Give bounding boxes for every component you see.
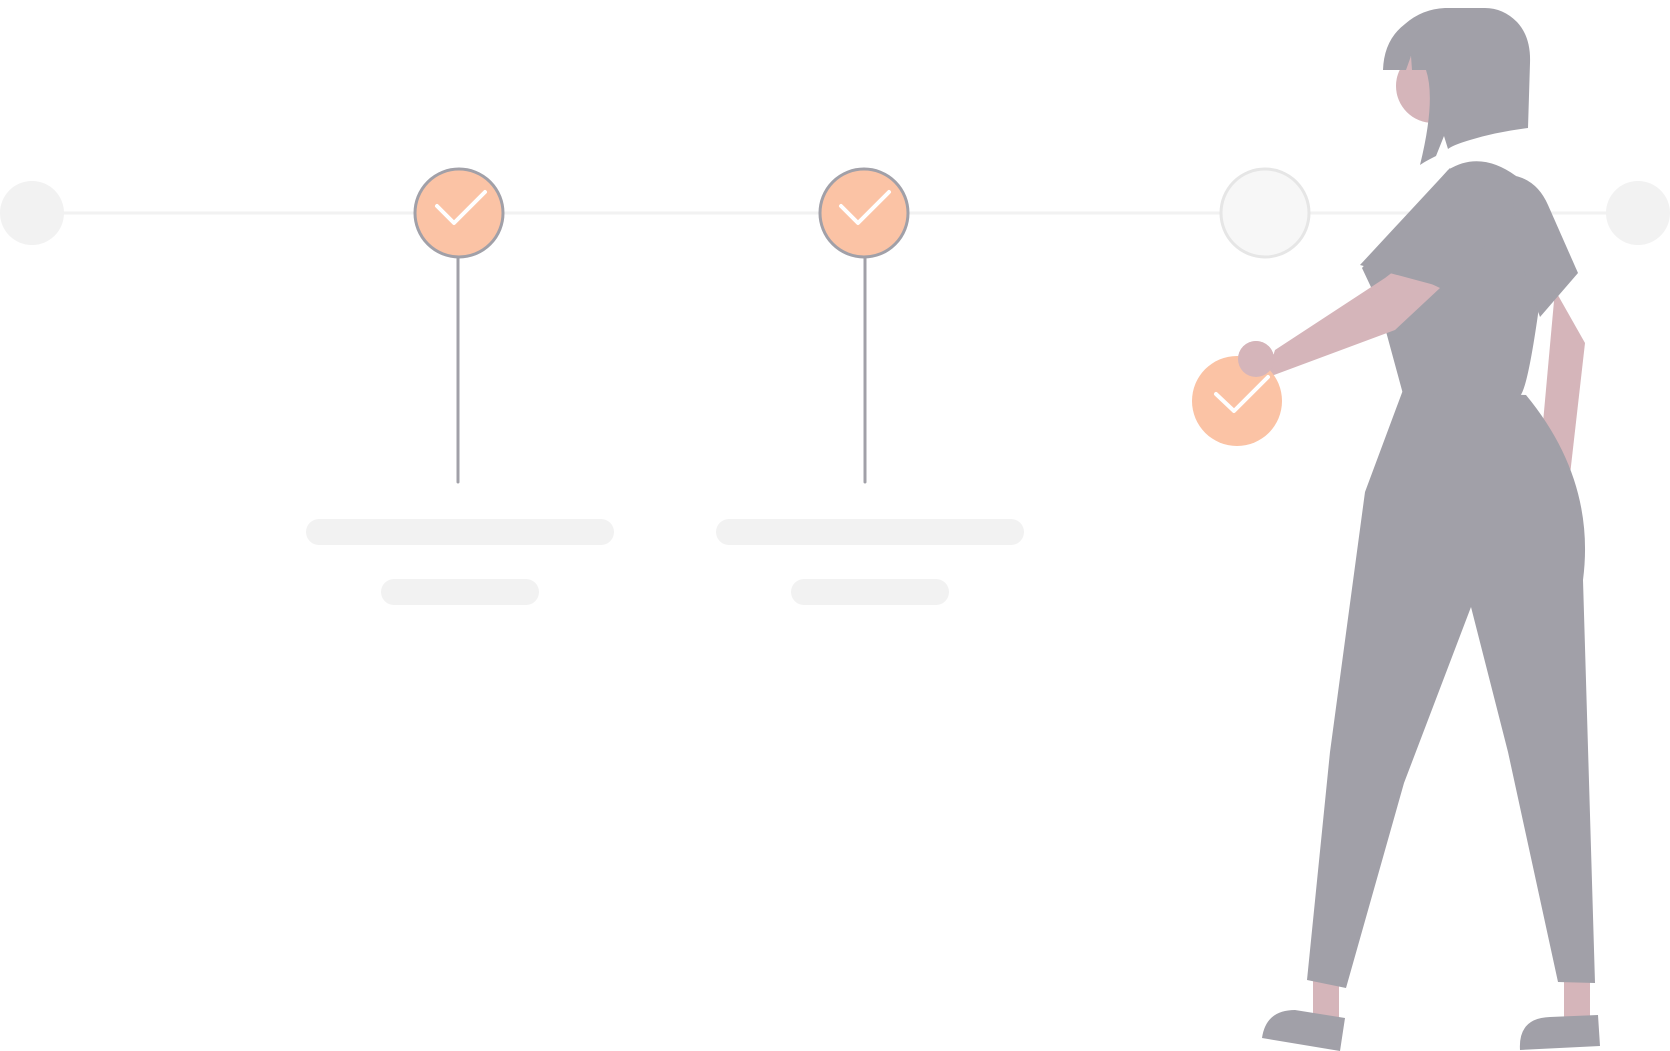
person-hair xyxy=(1383,8,1531,165)
check-icon xyxy=(1214,375,1270,413)
placeholder-subtitle-bar xyxy=(791,579,949,605)
timeline-node-start xyxy=(0,181,64,245)
person-sleeve-right xyxy=(1510,175,1578,317)
placeholder-subtitle-bar xyxy=(381,579,539,605)
person-sleeve-left xyxy=(1360,168,1486,287)
person-shoe-right xyxy=(1519,1015,1600,1050)
timeline-step-completed-1 xyxy=(306,167,614,605)
check-icon xyxy=(435,190,487,225)
timeline-node-pending xyxy=(1219,167,1311,259)
timeline-node-end xyxy=(1606,181,1670,245)
placeholder-title-bar xyxy=(716,519,1024,545)
person-shoe-left xyxy=(1262,1010,1345,1051)
check-icon xyxy=(839,190,891,225)
held-check-badge xyxy=(1192,356,1282,446)
timeline-step-completed-2 xyxy=(716,167,1024,605)
completed-node xyxy=(818,167,910,259)
held-badge-circle xyxy=(1192,356,1282,446)
person-figure xyxy=(1238,8,1600,1051)
person-arm xyxy=(1266,268,1440,378)
person-trousers xyxy=(1307,390,1595,988)
person-hand-front xyxy=(1238,341,1274,377)
completed-node xyxy=(413,167,505,259)
placeholder-title-bar xyxy=(306,519,614,545)
